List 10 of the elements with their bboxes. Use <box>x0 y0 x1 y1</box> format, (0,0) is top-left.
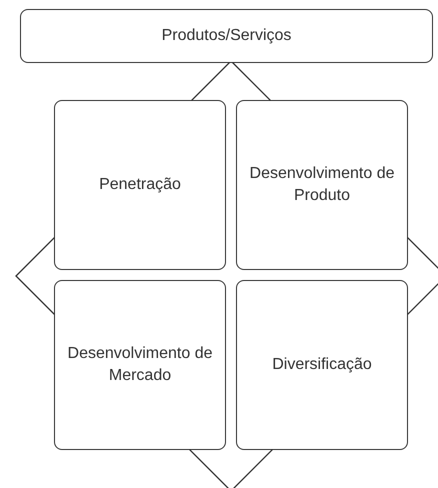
node-label: Desenvolvimento de Mercado <box>66 344 214 386</box>
quadrant-box <box>236 100 408 270</box>
node-label: Produtos/Serviços <box>162 26 292 46</box>
node-label: Desenvolvimento de Produto <box>248 164 396 206</box>
quadrant-box <box>54 100 226 270</box>
quadrant-box <box>54 280 226 450</box>
node-label: Diversificação <box>272 355 372 375</box>
quadrant-box <box>236 280 408 450</box>
node-label: Penetração <box>99 175 181 195</box>
header-box <box>20 9 433 63</box>
